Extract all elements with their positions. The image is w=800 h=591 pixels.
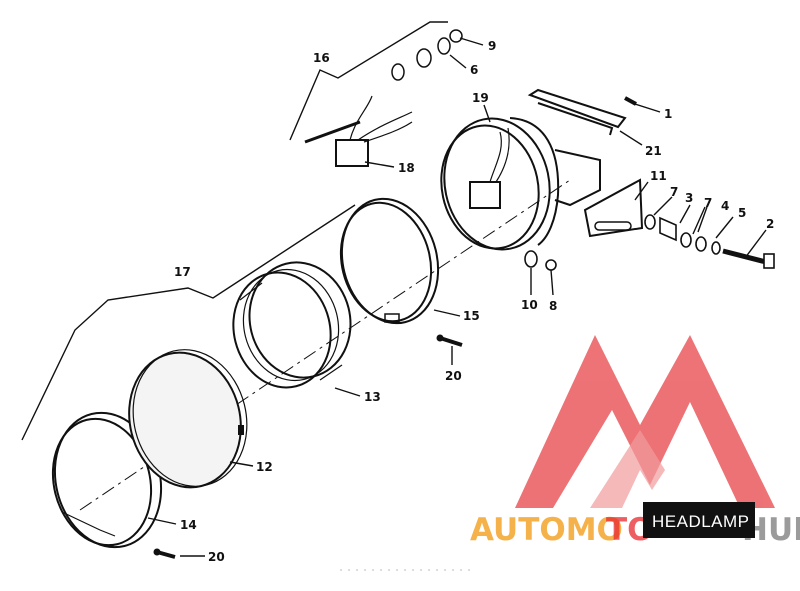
callout-1: 1 (664, 107, 672, 121)
callout-11: 11 (650, 169, 667, 183)
automotohub-logo-icon (515, 335, 775, 508)
part-adjust-plate (583, 178, 644, 238)
bracket-16 (289, 21, 448, 141)
callout-16: 16 (313, 51, 330, 65)
callout-15: 15 (463, 309, 480, 323)
part-washer-8 (545, 259, 557, 271)
callout-4: 4 (721, 199, 729, 213)
part-screw-lower (153, 548, 176, 559)
part-hardware-stack (644, 214, 775, 269)
caption-box (643, 502, 755, 538)
callout-14: 14 (180, 518, 197, 532)
callout-3: 3 (685, 191, 693, 205)
callout-20a: 20 (445, 369, 462, 383)
callout-10: 10 (521, 298, 538, 312)
callout-9: 9 (488, 39, 496, 53)
callout-5: 5 (738, 206, 746, 220)
callout-12: 12 (256, 460, 273, 474)
part-retaining-ring (232, 261, 352, 389)
callout-17: 17 (174, 265, 191, 279)
part-screw-upper (436, 334, 463, 347)
callout-7a: 7 (670, 185, 678, 199)
callout-19: 19 (472, 91, 489, 105)
callout-21: 21 (645, 144, 662, 158)
callout-7b: 7 (704, 196, 712, 210)
callout-8: 8 (549, 299, 557, 313)
caption-label: HEADLAMP (652, 512, 750, 531)
part-housing (440, 117, 560, 251)
callout-18: 18 (398, 161, 415, 175)
part-harness-socket (335, 95, 413, 167)
watermark-text-automo: AUTOMO (470, 512, 623, 548)
part-bracket (527, 88, 637, 207)
part-mounting-ring (339, 197, 440, 325)
callout-6: 6 (470, 63, 478, 77)
part-nut-10 (524, 250, 538, 268)
callout-20b: 20 (208, 550, 225, 564)
callout-13: 13 (364, 390, 381, 404)
part-sealed-beam (128, 349, 248, 489)
part-grommets (304, 29, 463, 144)
center-axis (79, 179, 571, 511)
callout-2: 2 (766, 217, 774, 231)
bracket-17 (21, 204, 356, 441)
